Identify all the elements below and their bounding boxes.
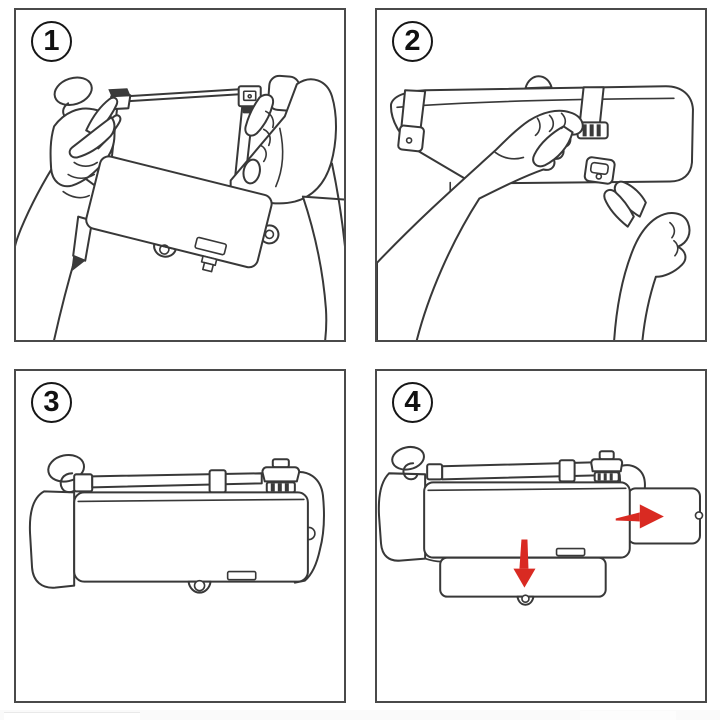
visor-clip: [261, 458, 301, 494]
left-strap-buckled: [397, 89, 427, 153]
illustration-slide-and-pull: [377, 445, 704, 606]
strap-tail: [71, 215, 94, 272]
step-panel-1: 1: [14, 8, 346, 342]
bottom-left-patch: [4, 712, 140, 721]
red-arrow-down: [513, 539, 536, 588]
illustration-installed-extender: [28, 453, 325, 594]
strap-wrap: [558, 459, 576, 483]
step-number-badge: 3: [31, 382, 72, 423]
visor-clip: [590, 450, 624, 483]
step-number: 4: [404, 386, 421, 418]
extender-panel: [85, 155, 280, 273]
step-panel-2: 2: [375, 8, 707, 342]
visor-rod: [91, 472, 263, 489]
bottom-right-patch: [580, 711, 676, 720]
step-number-badge: 4: [392, 382, 433, 423]
loose-buckle: [583, 156, 616, 185]
visor-bottom-edge: [424, 557, 442, 563]
visor-left-end: [28, 490, 76, 589]
top-strap: [125, 88, 241, 103]
right-hand: [603, 180, 691, 340]
step-number-badge: 2: [392, 21, 433, 62]
right-hand: [229, 74, 344, 340]
visor-pivot-knob: [391, 445, 425, 481]
step-number: 3: [43, 386, 60, 418]
step-panel-4: 4: [375, 369, 707, 703]
illustration-straps-attachment: [16, 74, 344, 340]
step-panel-3: 3: [14, 369, 346, 703]
bottom-artifact-band: [0, 710, 720, 720]
visor-clip-oval: [53, 76, 93, 121]
left-arm-hand: [377, 109, 584, 340]
strap-wrap: [208, 469, 227, 494]
step-number: 1: [43, 25, 60, 57]
step-number-badge: 1: [31, 21, 72, 62]
right-buckle: [237, 85, 262, 114]
red-arrow-right: [615, 504, 664, 529]
illustration-buckle-fastening: [377, 75, 694, 340]
visor-rod-end: [426, 463, 444, 481]
visor-rod-end: [73, 473, 94, 493]
visor-left-end: [377, 472, 427, 562]
step-number: 2: [404, 25, 421, 57]
extender-panel: [73, 491, 309, 594]
